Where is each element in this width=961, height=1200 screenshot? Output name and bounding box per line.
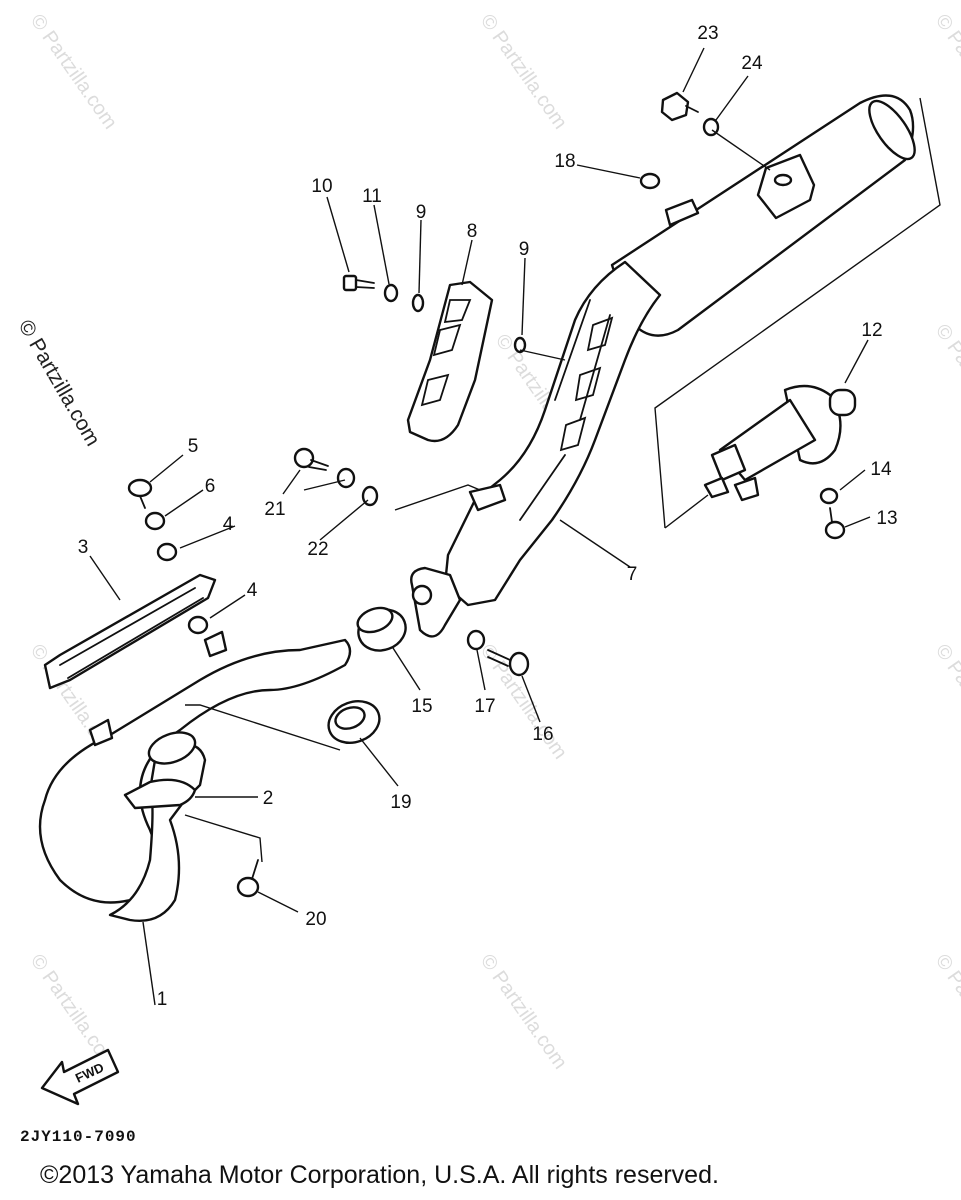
callout-20: 20 <box>305 909 326 930</box>
callout-14: 14 <box>870 459 892 480</box>
callout-24: 24 <box>741 53 763 74</box>
watermark-text: © Partzilla.com <box>476 10 571 133</box>
exhaust-pipe-1 <box>38 630 352 922</box>
fwd-arrow: FWD <box>40 1048 120 1106</box>
side-watermark: © Partzilla.com <box>14 316 105 450</box>
callout-3: 3 <box>78 537 89 558</box>
callout-21: 21 <box>264 499 285 520</box>
callout-23: 23 <box>697 23 718 44</box>
callout-labels: 1 2 3 4 4 5 6 7 8 9 9 10 11 12 13 14 15 … <box>78 23 898 1010</box>
callout-9: 9 <box>519 239 530 260</box>
callout-5: 5 <box>188 436 199 457</box>
diagram-code: 2JY110-7090 <box>20 1128 137 1146</box>
watermark-text: © Partzilla.com <box>931 640 961 763</box>
watermark-text: © Partzilla.com <box>931 320 961 443</box>
protector-8 <box>406 280 494 443</box>
callout-12: 12 <box>861 320 882 341</box>
muffler-assembly <box>410 94 916 638</box>
callout-17: 17 <box>474 696 495 717</box>
callout-10: 10 <box>311 176 332 197</box>
fasteners <box>127 91 846 898</box>
callout-9: 9 <box>416 202 427 223</box>
callout-13: 13 <box>876 508 897 529</box>
callout-7: 7 <box>627 564 638 585</box>
spark-arrester-12 <box>703 384 857 502</box>
callout-11: 11 <box>362 186 382 207</box>
watermark-text: © Partzilla.com <box>931 10 961 133</box>
callout-15: 15 <box>411 696 432 717</box>
callout-8: 8 <box>467 221 478 242</box>
callout-22: 22 <box>307 539 328 560</box>
callout-6: 6 <box>205 476 216 497</box>
callout-4: 4 <box>247 580 258 601</box>
callout-18: 18 <box>554 151 575 172</box>
copyright-notice: ©2013 Yamaha Motor Corporation, U.S.A. A… <box>40 1161 719 1189</box>
callout-1: 1 <box>157 989 168 1010</box>
watermark-text: © Partzilla.com <box>476 950 571 1073</box>
callout-2: 2 <box>263 788 274 809</box>
leader-lines <box>89 47 871 1006</box>
callout-4: 4 <box>223 514 234 535</box>
gaskets <box>327 606 407 744</box>
callout-16: 16 <box>532 724 553 745</box>
watermark-text: © Partzilla.com <box>26 10 121 133</box>
muffler-frame <box>654 97 941 529</box>
protector-3 <box>43 573 217 690</box>
callout-19: 19 <box>390 792 411 813</box>
watermark-text: © Partzilla.com <box>931 950 961 1073</box>
